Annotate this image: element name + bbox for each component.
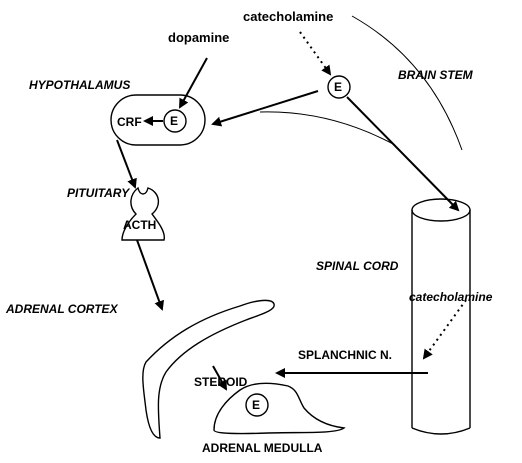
brainstem-to-hypothalamus-arrow <box>213 91 318 124</box>
catecholamine-top-label: catecholamine <box>243 9 333 24</box>
crf-label: CRF <box>117 115 142 129</box>
e-hypothalamus-label: E <box>170 114 178 128</box>
catecholamine-dotted-arrow <box>300 32 330 74</box>
brain-stem-label: BRAIN STEM <box>398 68 474 82</box>
hypothalamus-label: HYPOTHALAMUS <box>29 78 130 92</box>
adrenal-cortex-label: ADRENAL CORTEX <box>5 302 119 316</box>
splanchnic-label: SPLANCHNIC N. <box>298 348 392 362</box>
adrenal-medulla-shape <box>214 383 344 433</box>
acth-to-cortex-arrow <box>137 240 162 309</box>
spinal-cord-top <box>412 199 470 221</box>
pituitary-label: PITUITARY <box>67 186 130 200</box>
crf-to-pituitary-arrow <box>117 140 135 187</box>
acth-label: ACTH <box>123 218 156 232</box>
brain-stem-inner-curve <box>260 112 395 145</box>
brain-stem-outline <box>352 16 462 150</box>
spinal-cord-label: SPINAL CORD <box>316 259 399 273</box>
e-medulla-label: E <box>252 398 260 412</box>
brainstem-to-spinal-cord-arrow <box>347 97 458 210</box>
adrenal-medulla-label: ADRENAL MEDULLA <box>202 441 323 455</box>
e-brainstem-label: E <box>334 80 342 94</box>
dopamine-label: dopamine <box>168 30 229 45</box>
catecholamine-right-label: catecholamine <box>409 290 493 304</box>
adrenal-cortex-shape <box>143 300 274 438</box>
spinal-cord-bottom <box>412 428 470 434</box>
steroid-label: STEROID <box>194 375 248 389</box>
catecholamine-spinal-dotted-arrow <box>424 300 466 358</box>
